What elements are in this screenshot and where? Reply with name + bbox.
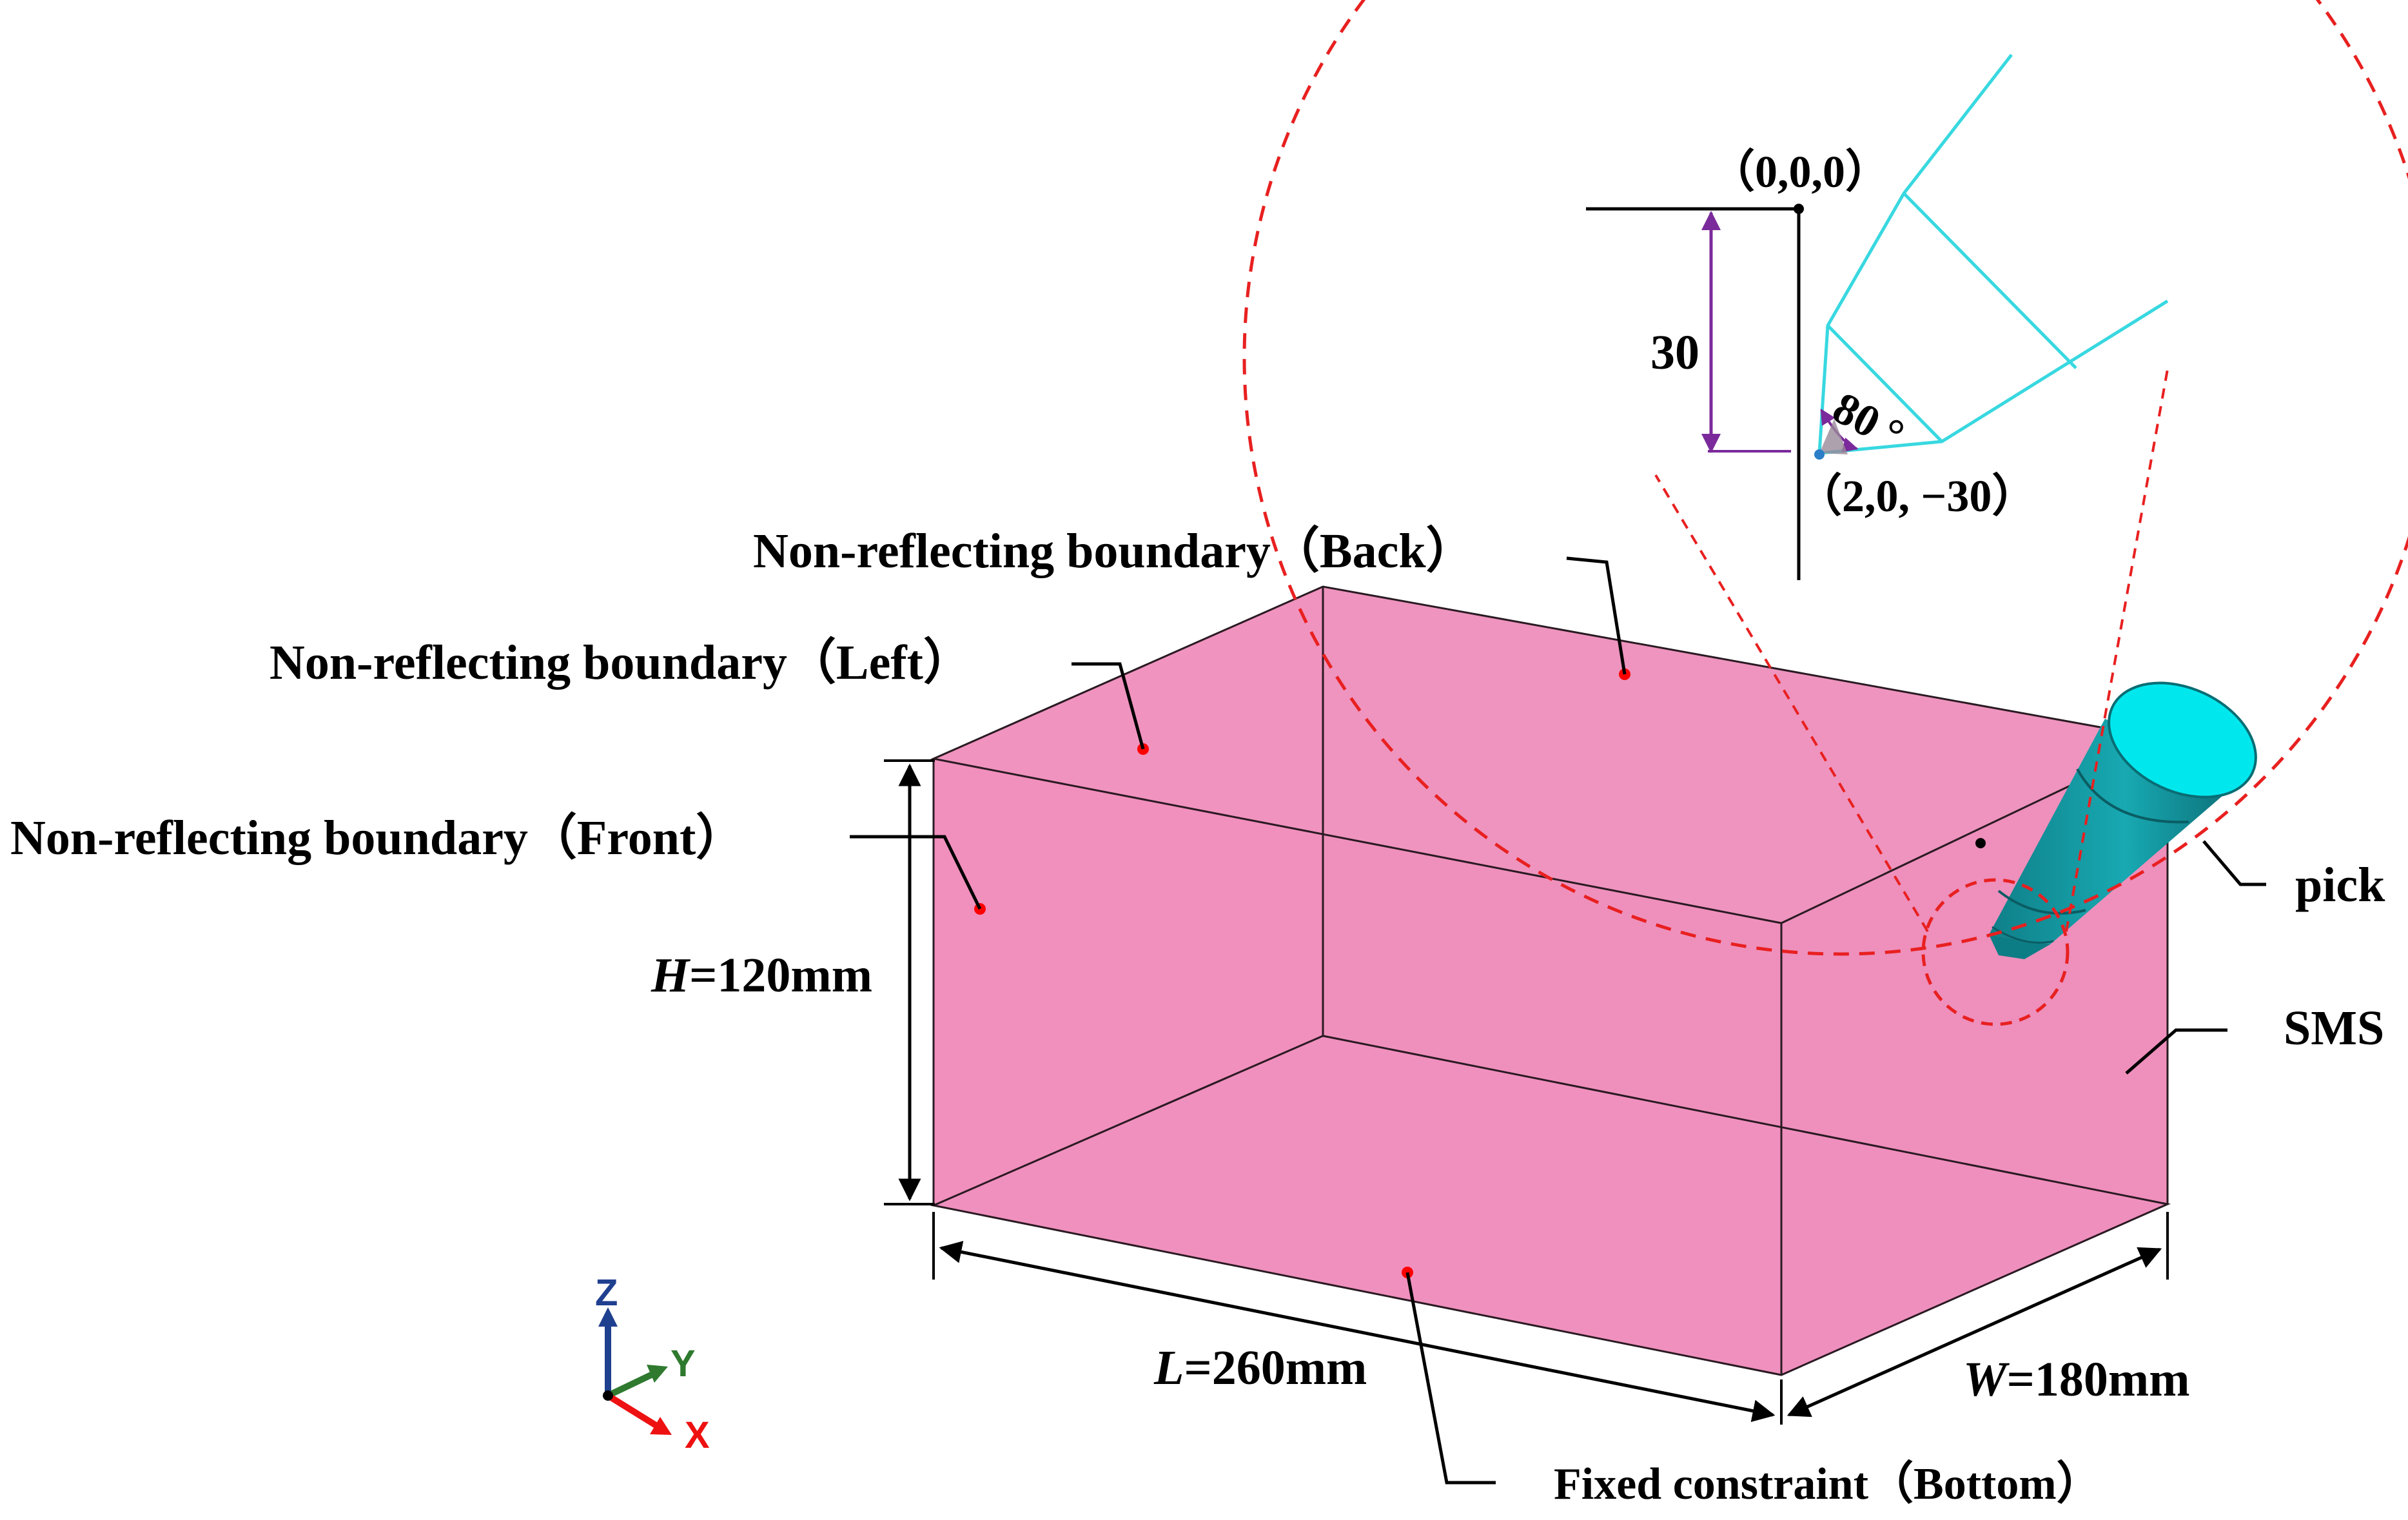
tip-coordinate: （2,0, −30）: [1797, 471, 2037, 521]
axis-z-label: Z: [595, 1272, 618, 1314]
length-dimension: L=260mm: [932, 1212, 1783, 1425]
svg-text:H=120mm: H=120mm: [651, 948, 872, 1002]
top-origin-marker: [1975, 838, 1986, 848]
pick-tool: [1989, 681, 2257, 959]
width-dimension: W=180mm: [1786, 1212, 2190, 1418]
axis-x-label: X: [685, 1414, 710, 1456]
axis-triad: Z Y X: [595, 1272, 710, 1456]
label-sms: SMS: [2284, 1001, 2384, 1055]
height-symbol: H: [651, 948, 691, 1002]
box-top-face: [934, 587, 2168, 923]
box-front-face: [934, 759, 1781, 1375]
label-front-boundary: Non-reflecting boundary（Front）: [10, 811, 745, 865]
length-symbol: L: [1153, 1341, 1184, 1395]
width-symbol: W: [1963, 1352, 2010, 1407]
specimen-box: [930, 585, 2171, 1376]
label-bottom-constraint: Fixed constraint（Bottom）: [1554, 1459, 2102, 1509]
axis-y-label: Y: [671, 1343, 696, 1385]
svg-text:W=180mm: W=180mm: [1963, 1352, 2190, 1407]
magnified-detail-circle: [1242, 0, 2408, 956]
origin-coordinate: （0,0,0）: [1710, 147, 1890, 197]
label-back-boundary: Non-reflecting boundary（Back）: [753, 524, 1475, 578]
height-value: =120mm: [689, 948, 872, 1002]
depth-value: 30: [1650, 326, 1699, 380]
detail-callout: （0,0,0） （2,0, −30） 30 80°: [1242, 0, 2408, 1026]
label-left-boundary: Non-reflecting boundary（Left）: [269, 636, 972, 690]
svg-text:L=260mm: L=260mm: [1153, 1341, 1367, 1395]
height-dimension: H=120mm: [651, 759, 935, 1205]
pick-end-face: [2108, 681, 2257, 799]
label-pick: pick: [2295, 858, 2385, 912]
small-focus-circle: [1921, 878, 2070, 1026]
pick-tip: [1989, 935, 2050, 959]
length-value: =260mm: [1184, 1341, 1367, 1395]
cutter-outline: [1817, 54, 2169, 455]
width-value: =180mm: [2007, 1352, 2190, 1407]
